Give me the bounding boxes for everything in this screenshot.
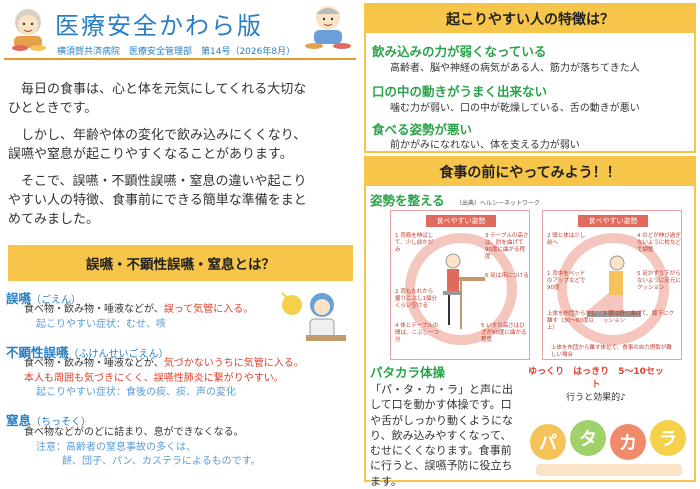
patakara-title: パタカラ体操 xyxy=(370,365,446,380)
seated-note-6: 6 足は床につける xyxy=(485,273,529,279)
header-divider xyxy=(4,58,356,60)
posture-title: 姿勢を整える xyxy=(370,193,445,208)
term-choking-reading: （ちっそく） xyxy=(31,417,92,428)
intro-paragraph-2: しかし、年齢や体の変化で飲み込みにくくなり、誤嚥や窒息が起こりやすくなることがあ… xyxy=(8,128,307,162)
term-aspiration-name: 誤嚥 xyxy=(6,291,32,306)
feature-3-title: 食べる姿勢が悪い xyxy=(372,122,473,137)
pata-char-ra: ラ xyxy=(659,429,677,450)
newsletter-title: 医療安全かわら版 xyxy=(55,12,263,40)
feature-1-title: 飲み込みの力が弱くなっている xyxy=(372,44,547,59)
seated-note-2: 2 背もたれから握りこぶし1個分くらい空ける xyxy=(395,289,437,309)
term-silent-aspiration: 不顕性誤嚥（ふけんせいごえん） xyxy=(6,342,169,361)
intro-text: 毎日の食事は、心と体を元気にしてくれる大切なひとときです。 しかし、年齢や体の変… xyxy=(8,80,308,237)
newsletter-header: 医療安全かわら版 横須賀共済病院 医療安全管理部 第14号（2026年8月） xyxy=(0,0,360,62)
pata-char-ta: タ xyxy=(579,429,597,450)
choking-person-illustration xyxy=(281,292,346,341)
feature-3-desc: 前かがみになれない、体を支える力が弱い xyxy=(390,140,580,151)
patakara-exercise-illustration: パ タ カ ラ xyxy=(530,420,686,476)
term-aspiration: 誤嚥（ごえん） xyxy=(6,288,81,307)
bed-note-2: 2 頭と体は少し前へ xyxy=(547,233,586,246)
silent-desc-emphasis: 気づかないうちに気管に入る。 xyxy=(163,358,304,369)
choking-note: 注意：高齢者の窒息事故の多くは、 xyxy=(36,441,196,453)
posture-card-seated-ring xyxy=(405,233,517,345)
patakara-tip-line-1: ゆっくり はっきり 5〜10セット xyxy=(528,367,664,390)
term-choking-desc: 食べ物などがのどに詰まり、息ができなくなる。 注意：高齢者の窒息事故の多くは、 … xyxy=(24,426,261,470)
term-aspiration-desc: 食べ物・飲み物・唾液などが、誤って気管に入る。 起こりやすい症状：むせ、咳 xyxy=(24,303,253,332)
seated-person-illustration xyxy=(443,253,485,329)
pata-char-pa: パ xyxy=(539,433,557,454)
seated-note-5: 5 いすの高さはひざが90度に曲がる程度 xyxy=(481,323,527,343)
newsletter-subtitle: 横須賀共済病院 医療安全管理部 第14号（2026年8月） xyxy=(57,47,296,57)
choking-note-foods: 餅、団子、パン、カステラによるものです。 xyxy=(62,456,261,467)
aspiration-symptoms: 起こりやすい症状：むせ、咳 xyxy=(36,318,166,330)
intro-paragraph-3: そこで、誤嚥・不顕性誤嚥・窒息の違いや起こりやすい人の特徴、食事前にできる簡単な… xyxy=(8,174,307,227)
bed-note-4: 4 のどが伸び過ぎないように枕などで調整 xyxy=(637,233,681,253)
silent-desc-warning: 本人も周囲も気づきにくく、誤嚥性肺炎に繋がりやすい。 xyxy=(24,372,284,384)
feature-2-title: 口の中の動きがうまく出来ない xyxy=(372,84,548,99)
aspiration-desc-emphasis: 誤って気管に入る。 xyxy=(163,304,254,315)
section-heading-definitions: 誤嚥・不顕性誤嚥・窒息とは？ xyxy=(8,245,353,281)
section-heading-risk-features: 起こりやすい人の特徴は？ xyxy=(366,5,694,33)
elderly-man-eating-illustration xyxy=(305,6,351,49)
posture-card-bed: 食べやすい姿勢 2 頭と体は少し前へ 4 のどが伸び過ぎないように枕などで調整 … xyxy=(542,210,682,360)
term-silent-aspiration-name: 不顕性誤嚥 xyxy=(6,345,69,360)
posture-card-bed-title: 食べやすい姿勢 xyxy=(578,215,648,227)
bed-card-footer: 上体を布団から離す体位で、食事の自力摂取が難しい場合 xyxy=(551,345,672,358)
silent-symptoms: 起こりやすい症状：食後の痰、痰、声の変化 xyxy=(36,387,236,398)
seated-note-4: 4 体とテーブルの間は、こぶし一つ分 xyxy=(395,323,440,343)
pre-meal-box: 食事の前にやってみよう！！ 姿勢を整える （出典）ヘルシーネットワーク 食べやす… xyxy=(364,156,696,488)
term-choking-name: 窒息 xyxy=(6,413,32,428)
elderly-woman-eating-illustration xyxy=(12,9,46,51)
seated-note-1: 1 背筋を伸ばして、少し前かがみ xyxy=(395,233,434,253)
bed-note-3: 3 膝は軽く曲げて、膝下にクッション xyxy=(603,311,674,324)
risk-features-box: 起こりやすい人の特徴は？ 飲み込みの力が弱くなっている 高齢者、脳や神経の病気が… xyxy=(364,3,696,153)
term-silent-aspiration-desc: 食べ物・飲み物・唾液などが、気づかないうちに気管に入る。 本人も周囲も気づきにく… xyxy=(24,357,304,401)
posture-card-seated-title: 食べやすい姿勢 xyxy=(426,215,496,227)
section-heading-pre-meal: 食事の前にやってみよう！！ xyxy=(366,158,694,186)
bed-note-5: 5 足がずり下がらないように足元にクッション xyxy=(637,271,681,291)
aspiration-desc-text: 食べ物・飲み物・唾液などが、 xyxy=(24,304,164,315)
posture-card-seated: 食べやすい姿勢 1 背筋を伸ばして、少し前かがみ 3 テーブルの高さは、肘を曲げ… xyxy=(390,210,530,360)
feature-2-desc: 噛む力が弱い、口の中が乾燥している、舌の動きが悪い xyxy=(390,103,640,114)
patakara-tip-bubble: ゆっくり はっきり 5〜10セット 行うと効果的♪ xyxy=(524,364,668,403)
posture-card-bed-ring xyxy=(557,233,669,345)
seated-note-3: 3 テーブルの高さは、肘を曲げて90度に曲がる程度 xyxy=(485,233,529,260)
term-choking: 窒息（ちっそく） xyxy=(6,410,91,429)
choking-desc-text: 食べ物などがのどに詰まり、息ができなくなる。 xyxy=(24,427,244,438)
patakara-tip-line-2: 行うと効果的♪ xyxy=(566,393,626,403)
posture-source: （出典）ヘルシーネットワーク xyxy=(456,200,541,207)
bed-note-angle: 上体を布団から少し離す（30〜60度以上） xyxy=(547,311,597,331)
intro-paragraph-1: 毎日の食事は、心と体を元気にしてくれる大切なひとときです。 xyxy=(8,82,307,116)
feature-1-desc: 高齢者、脳や神経の病気がある人、筋力が落ちてきた人 xyxy=(390,63,640,74)
term-silent-aspiration-reading: （ふけんせいごえん） xyxy=(68,349,169,360)
pata-char-ka: カ xyxy=(619,433,637,454)
bed-note-1: 1 背中をベッドのアップなどで90度 xyxy=(547,271,586,291)
patakara-description: 「パ・タ・カ・ラ」と声に出して口を動かす体操です。口や舌がしっかり動くようになり… xyxy=(370,383,513,488)
bed-person-illustration xyxy=(587,255,641,317)
silent-desc-text: 食べ物・飲み物・唾液などが、 xyxy=(24,358,164,369)
term-aspiration-reading: （ごえん） xyxy=(31,295,82,306)
